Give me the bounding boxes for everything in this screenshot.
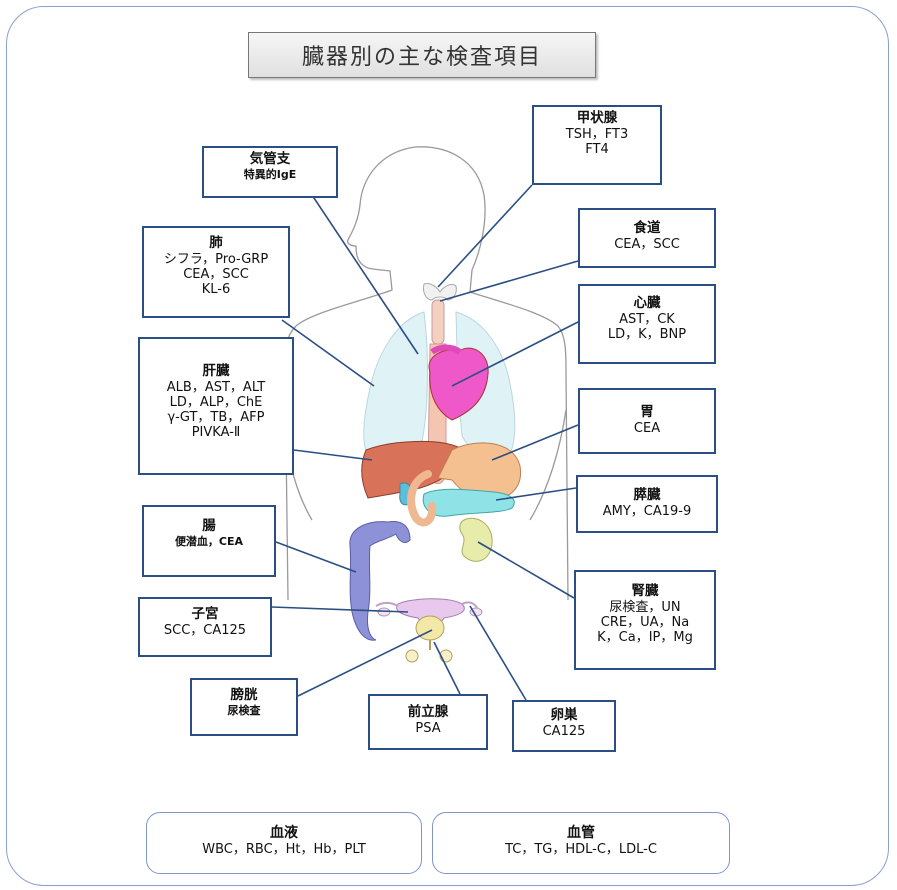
label-ovary: 卵巣 CA125 (512, 700, 616, 752)
intestine (349, 521, 411, 641)
label-ovary-line1: CA125 (542, 724, 586, 739)
label-pancreas: 膵臓 AMY，CA19-9 (576, 475, 718, 533)
label-thyroid-line2: FT4 (585, 142, 609, 157)
label-heart-line2: LD，K，BNP (607, 327, 687, 342)
label-uterus-name: 子宮 (191, 606, 219, 622)
heart (428, 347, 489, 421)
vessel-box: 血管 TC，TG，HDL-C，LDL-C (432, 812, 730, 874)
label-bladder-name: 膀胱 (230, 687, 258, 703)
label-kidney-name: 腎臓 (631, 583, 659, 599)
label-trachea-name: 気管支 (249, 151, 291, 167)
label-kidney-line3: K，Ca，IP，Mg (597, 630, 693, 645)
leader-lines (271, 184, 579, 701)
label-prostate-line1: PSA (415, 721, 441, 736)
label-stomach: 胃 CEA (578, 388, 716, 454)
label-thyroid-line1: TSH，FT3 (565, 127, 629, 142)
label-lung-name: 肺 (209, 235, 223, 251)
label-liver-line1: ALB，AST，ALT (166, 380, 266, 395)
label-trachea: 気管支 特異的IgE (202, 146, 338, 198)
label-pancreas-line1: AMY，CA19-9 (602, 504, 692, 519)
liver (361, 441, 461, 499)
label-stomach-name: 胃 (640, 404, 654, 420)
label-kidney-line2: CRE，UA，Na (600, 615, 690, 630)
label-uterus: 子宮 SCC，CA125 (138, 597, 272, 657)
label-esophagus-line1: CEA，SCC (614, 237, 680, 252)
pancreas (422, 488, 515, 517)
label-ovary-name: 卵巣 (550, 707, 578, 723)
label-esophagus: 食道 CEA，SCC (578, 208, 716, 268)
label-esophagus-name: 食道 (633, 220, 661, 236)
trachea (431, 299, 445, 345)
label-intestine-line1: 便潜血，CEA (174, 535, 244, 548)
label-heart: 心臓 AST，CK LD，K，BNP (578, 284, 716, 364)
label-intestine: 腸 便潜血，CEA (142, 505, 276, 577)
label-liver-line4: PIVKA-Ⅱ (191, 425, 241, 440)
label-uterus-line1: SCC，CA125 (163, 623, 247, 638)
label-pancreas-name: 膵臓 (633, 487, 661, 503)
label-liver-line3: γ-GT，TB，AFP (167, 410, 265, 425)
label-lung-line2: CEA，SCC (183, 267, 249, 282)
thyroid (423, 283, 457, 301)
label-heart-name: 心臓 (633, 295, 661, 311)
blood-box: 血液 WBC，RBC，Ht，Hb，PLT (146, 812, 422, 874)
label-liver-name: 肝臓 (202, 363, 230, 379)
diagram-title: 臓器別の主な検査項目 (248, 32, 596, 78)
label-kidney-line1: 尿検査，UN (609, 600, 681, 615)
label-lung-line3: KL-6 (201, 282, 231, 297)
label-lung: 肺 シフラ，Pro-GRP CEA，SCC KL-6 (142, 226, 290, 318)
label-kidney: 腎臓 尿検査，UN CRE，UA，Na K，Ca，IP，Mg (574, 570, 716, 670)
vessel-box-line1: TC，TG，HDL-C，LDL-C (505, 842, 657, 857)
label-lung-line1: シフラ，Pro-GRP (163, 252, 269, 267)
vessel-box-name: 血管 (567, 825, 595, 841)
label-bladder-line1: 尿検査 (227, 704, 261, 717)
label-intestine-name: 腸 (202, 518, 216, 534)
label-thyroid: 甲状腺 TSH，FT3 FT4 (532, 105, 662, 185)
label-liver: 肝臓 ALB，AST，ALT LD，ALP，ChE γ-GT，TB，AFP PI… (138, 337, 294, 475)
label-trachea-line1: 特異的IgE (243, 168, 297, 181)
uterus (396, 598, 465, 626)
label-stomach-line1: CEA (633, 421, 661, 436)
blood-box-line1: WBC，RBC，Ht，Hb，PLT (202, 842, 366, 857)
label-thyroid-name: 甲状腺 (576, 110, 618, 126)
blood-box-name: 血液 (270, 825, 298, 841)
label-heart-line1: AST，CK (619, 312, 675, 327)
label-bladder: 膀胱 尿検査 (190, 678, 298, 736)
label-prostate: 前立腺 PSA (368, 694, 488, 750)
label-liver-line2: LD，ALP，ChE (169, 395, 263, 410)
kidney (459, 517, 493, 562)
label-prostate-name: 前立腺 (407, 704, 449, 720)
